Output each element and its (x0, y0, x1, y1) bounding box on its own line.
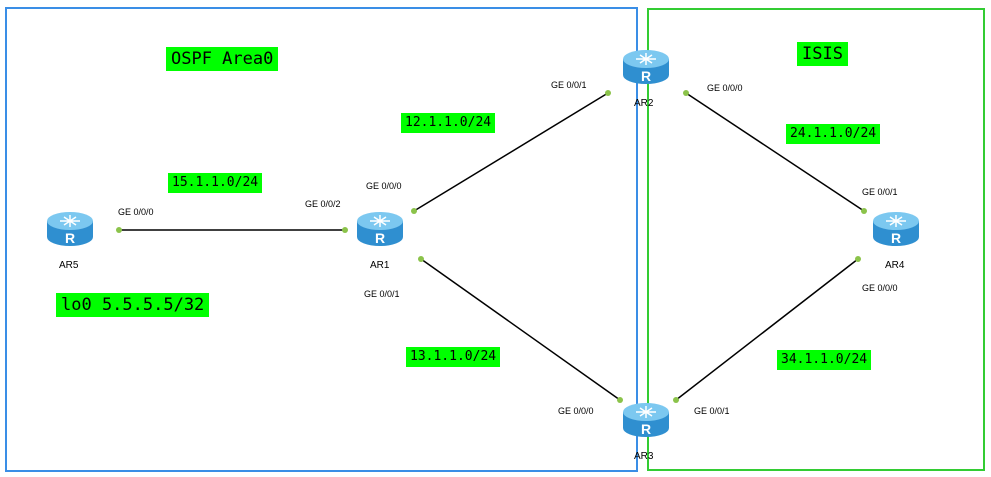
router-ar4-icon (872, 211, 920, 247)
port-label: GE 0/0/0 (862, 283, 898, 293)
router-name-ar2: AR2 (634, 98, 654, 109)
port-label: GE 0/0/0 (118, 207, 154, 217)
link-ar1-ar3 (420, 258, 621, 401)
port-label: GE 0/0/1 (551, 80, 587, 90)
endpoint-dot (605, 90, 611, 96)
ospf-area-box (5, 7, 638, 472)
endpoint-dot (673, 397, 679, 403)
endpoint-dot (855, 256, 861, 262)
ospf-area-label: OSPF Area0 (166, 47, 279, 71)
router-name-ar5: AR5 (59, 260, 79, 271)
endpoint-dot (683, 90, 689, 96)
port-label: GE 0/0/0 (707, 83, 743, 93)
isis-area-label: ISIS (797, 42, 848, 66)
network-label-12: 12.1.1.0/24 (401, 113, 496, 133)
router-ar2-icon (622, 49, 670, 85)
endpoint-dot (116, 227, 122, 233)
network-label-24: 24.1.1.0/24 (786, 124, 881, 144)
port-label: GE 0/0/1 (862, 187, 898, 197)
router-name-ar3: AR3 (634, 451, 654, 462)
port-label: GE 0/0/1 (694, 406, 730, 416)
link-ar1-ar2 (413, 92, 609, 212)
loopback-label: lo0 5.5.5.5/32 (56, 293, 210, 317)
router-ar3-icon (622, 402, 670, 438)
endpoint-dot (617, 397, 623, 403)
isis-area-box (647, 8, 985, 471)
link-ar2-ar4 (685, 92, 865, 212)
network-label-15: 15.1.1.0/24 (168, 173, 263, 193)
router-ar1-icon (356, 211, 404, 247)
endpoint-dot (418, 256, 424, 262)
router-name-ar4: AR4 (885, 260, 905, 271)
endpoint-dot (411, 208, 417, 214)
router-ar5-icon (46, 211, 94, 247)
router-name-ar1: AR1 (370, 260, 390, 271)
port-label: GE 0/0/2 (305, 199, 341, 209)
endpoint-dot (861, 208, 867, 214)
port-label: GE 0/0/0 (366, 181, 402, 191)
link-ar3-ar4 (675, 258, 859, 401)
port-label: GE 0/0/1 (364, 289, 400, 299)
endpoint-dot (342, 227, 348, 233)
port-label: GE 0/0/0 (558, 406, 594, 416)
network-label-34: 34.1.1.0/24 (777, 350, 872, 370)
network-label-13: 13.1.1.0/24 (406, 347, 501, 367)
